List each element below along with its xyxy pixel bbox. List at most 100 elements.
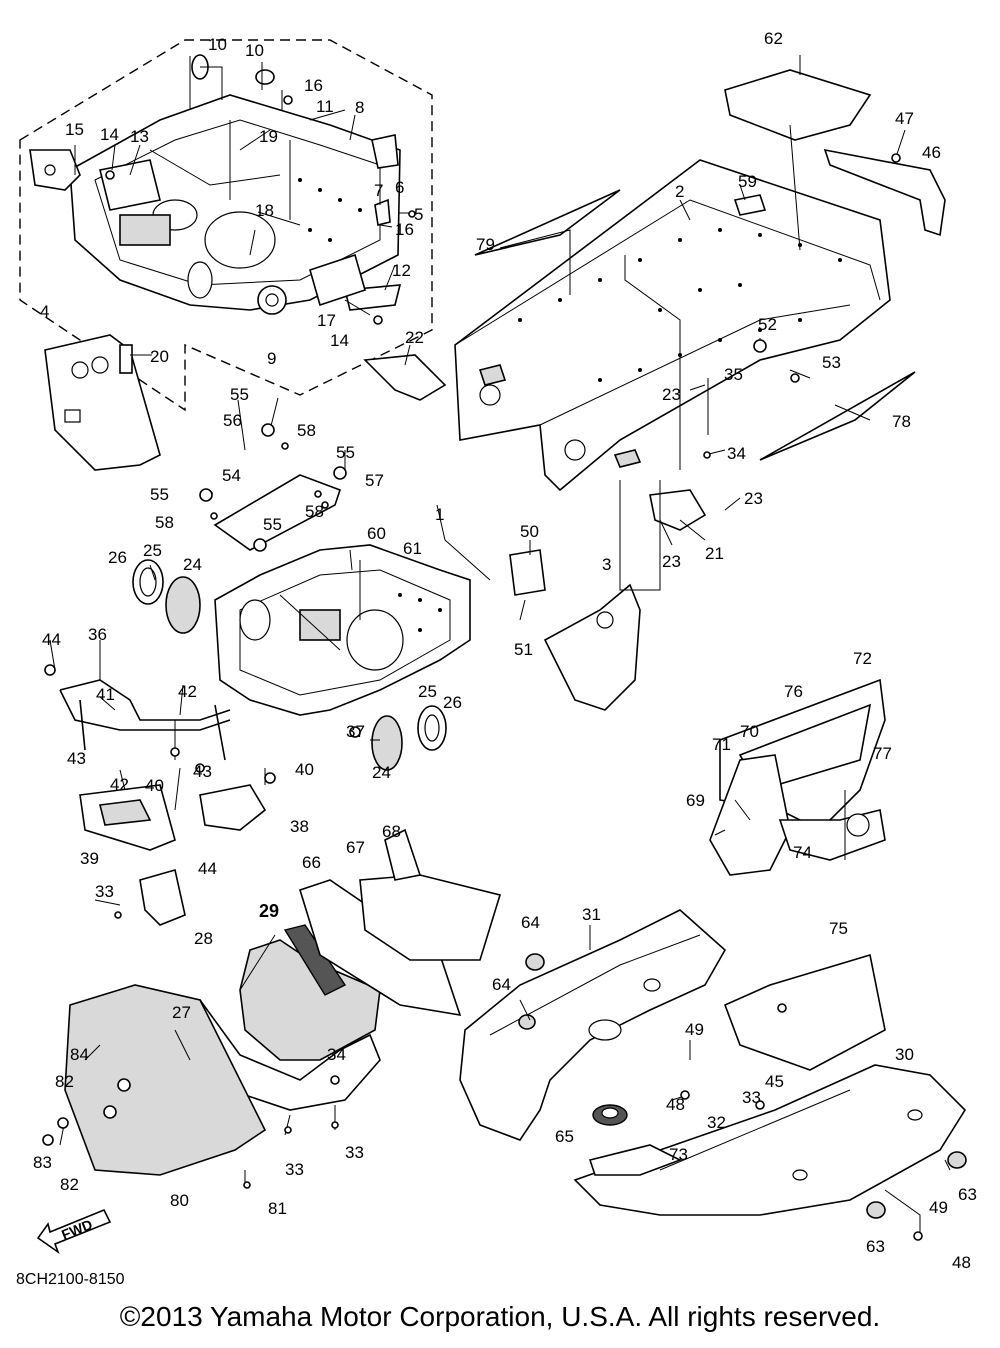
panel-68 xyxy=(384,828,422,881)
callout-10: 10 xyxy=(208,35,227,54)
callout-labels: 10 10 16 11 8 15 14 13 19 6 7 18 5 16 12… xyxy=(33,29,977,1272)
panel-66 xyxy=(299,879,462,1017)
callout-23: 23 xyxy=(744,489,763,508)
callout-28: 28 xyxy=(194,929,213,948)
tunnel-2 xyxy=(454,159,891,492)
callout-16: 16 xyxy=(395,220,414,239)
callout-82: 82 xyxy=(60,1175,79,1194)
callout-37: 37 xyxy=(346,722,365,741)
guard-74 xyxy=(778,809,886,861)
plate-22 xyxy=(363,354,447,401)
callout-41: 41 xyxy=(96,685,115,704)
callout-48: 48 xyxy=(952,1253,971,1272)
callout-60: 60 xyxy=(367,524,386,543)
callout-33: 33 xyxy=(345,1143,364,1162)
callout-24: 24 xyxy=(183,555,202,574)
cap-64 xyxy=(518,953,545,1030)
callout-25: 25 xyxy=(418,682,437,701)
callout-50: 50 xyxy=(520,522,539,541)
callout-1: 1 xyxy=(435,505,444,524)
bracket-15 xyxy=(29,149,81,191)
callout-18: 18 xyxy=(255,201,274,220)
callout-73: 73 xyxy=(669,1145,688,1164)
callout-14: 14 xyxy=(330,331,349,350)
ring-9 xyxy=(257,285,287,315)
fwd-arrow-icon: FWD xyxy=(36,1208,112,1255)
callout-55: 55 xyxy=(263,515,282,534)
grommet-65 xyxy=(592,1104,628,1126)
cover-75 xyxy=(723,953,886,1071)
callout-17: 17 xyxy=(317,311,336,330)
callout-58: 58 xyxy=(297,421,316,440)
callout-52: 52 xyxy=(758,315,777,334)
callout-35: 35 xyxy=(724,365,743,384)
callout-54: 54 xyxy=(222,466,241,485)
callout-10: 10 xyxy=(245,41,264,60)
callout-21: 21 xyxy=(705,544,724,563)
callout-78: 78 xyxy=(892,412,911,431)
callout-13: 13 xyxy=(130,127,149,146)
strip-79 xyxy=(474,189,621,256)
plate-6 xyxy=(371,134,399,169)
callout-51: 51 xyxy=(514,640,533,659)
fwd-label: FWD xyxy=(59,1216,95,1243)
callout-5: 5 xyxy=(414,205,423,224)
callout-38: 38 xyxy=(290,817,309,836)
callout-80: 80 xyxy=(170,1191,189,1210)
callout-20: 20 xyxy=(150,347,169,366)
callout-12: 12 xyxy=(392,261,411,280)
callout-34: 34 xyxy=(327,1045,346,1064)
callout-44: 44 xyxy=(198,859,217,878)
leader-lines xyxy=(49,55,951,1240)
callout-63: 63 xyxy=(958,1185,977,1204)
callout-8: 8 xyxy=(355,98,364,117)
callout-43: 43 xyxy=(193,762,212,781)
tab-20 xyxy=(119,344,133,374)
callout-26: 26 xyxy=(108,548,127,567)
callout-11: 11 xyxy=(316,97,334,116)
callout-48: 48 xyxy=(666,1095,685,1114)
callout-23: 23 xyxy=(662,385,681,404)
callout-49: 49 xyxy=(929,1198,948,1217)
callout-58: 58 xyxy=(155,513,174,532)
callout-39: 39 xyxy=(80,849,99,868)
plate-39 xyxy=(79,784,176,851)
plate-59 xyxy=(733,194,767,216)
callout-40: 40 xyxy=(145,776,164,795)
plate-62 xyxy=(724,69,872,141)
cap-63 xyxy=(866,1151,967,1219)
callout-64: 64 xyxy=(521,913,540,932)
copyright-notice: ©2013 Yamaha Motor Corporation, U.S.A. A… xyxy=(119,1301,881,1332)
callout-4: 4 xyxy=(40,302,49,321)
callout-40: 40 xyxy=(295,760,314,779)
callout-47: 47 xyxy=(895,109,914,128)
skirt-30 xyxy=(573,1064,967,1216)
callout-84: 84 xyxy=(70,1045,89,1064)
strip-78 xyxy=(759,371,916,461)
bumper-36 xyxy=(59,679,231,761)
plate-17 xyxy=(309,253,366,307)
callout-76: 76 xyxy=(784,682,803,701)
bracket-38 xyxy=(199,784,267,831)
step-29 xyxy=(283,924,347,996)
callout-33: 33 xyxy=(742,1088,761,1107)
callout-82: 82 xyxy=(55,1072,74,1091)
front-frame-1 xyxy=(214,544,471,716)
callout-29: 29 xyxy=(259,901,279,921)
callout-6: 6 xyxy=(395,178,404,197)
callout-33: 33 xyxy=(285,1160,304,1179)
callout-31: 31 xyxy=(582,905,601,924)
callout-70: 70 xyxy=(740,722,759,741)
callout-62: 62 xyxy=(764,29,783,48)
callout-64: 64 xyxy=(492,975,511,994)
callout-3: 3 xyxy=(602,555,611,574)
bracket-3 xyxy=(543,583,641,711)
callout-9: 9 xyxy=(267,349,276,368)
callout-36: 36 xyxy=(88,625,107,644)
callout-19: 19 xyxy=(259,127,278,146)
callout-65: 65 xyxy=(555,1127,574,1146)
callout-57: 57 xyxy=(365,471,384,490)
bracket-28 xyxy=(139,868,186,926)
callout-66: 66 xyxy=(302,853,321,872)
